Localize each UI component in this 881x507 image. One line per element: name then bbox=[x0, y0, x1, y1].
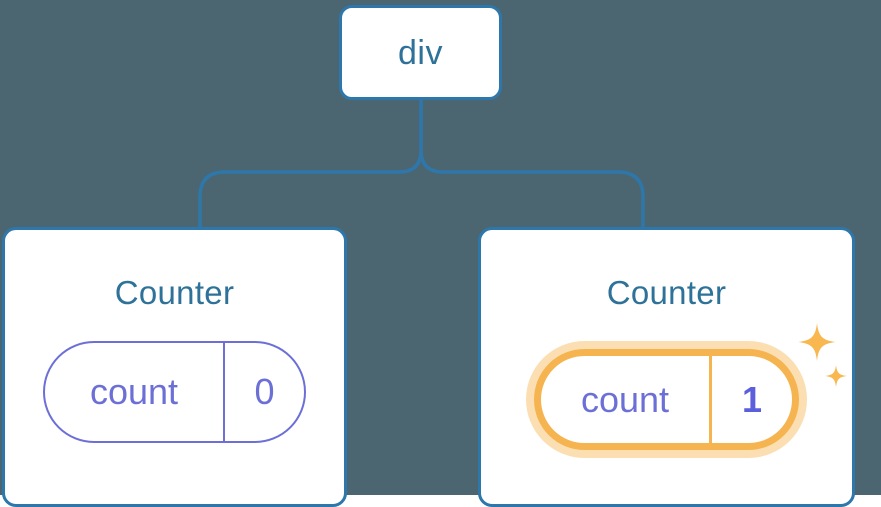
counter-left-state-value: 0 bbox=[254, 371, 275, 412]
root-node-label: div bbox=[398, 33, 443, 72]
node-root-div[interactable]: div bbox=[339, 5, 502, 100]
sparkle-small-icon bbox=[825, 365, 847, 387]
counter-right-title: Counter bbox=[606, 274, 727, 311]
node-counter-left[interactable]: Counter count 0 bbox=[2, 227, 347, 507]
node-counter-right[interactable]: Counter count 1 bbox=[478, 227, 855, 507]
counter-right-state-key: count bbox=[541, 356, 712, 443]
counter-left-state-wrap: count 0 bbox=[43, 341, 306, 443]
connector-to-left-child bbox=[198, 98, 423, 229]
counter-left-state-pill[interactable]: count 0 bbox=[43, 341, 306, 443]
tree-connectors bbox=[198, 98, 645, 229]
counter-right-state-pill[interactable]: count 1 bbox=[534, 349, 799, 450]
connector-to-right-child bbox=[419, 98, 645, 229]
counter-left-title: Counter bbox=[114, 274, 235, 311]
counter-right-state-highlight-glow: count 1 bbox=[526, 341, 807, 458]
counter-left-state-key: count bbox=[45, 343, 225, 441]
sparkle-large-icon bbox=[798, 323, 836, 361]
counter-right-state-wrap: count 1 bbox=[526, 323, 847, 458]
counter-right-state-value: 1 bbox=[741, 378, 763, 420]
